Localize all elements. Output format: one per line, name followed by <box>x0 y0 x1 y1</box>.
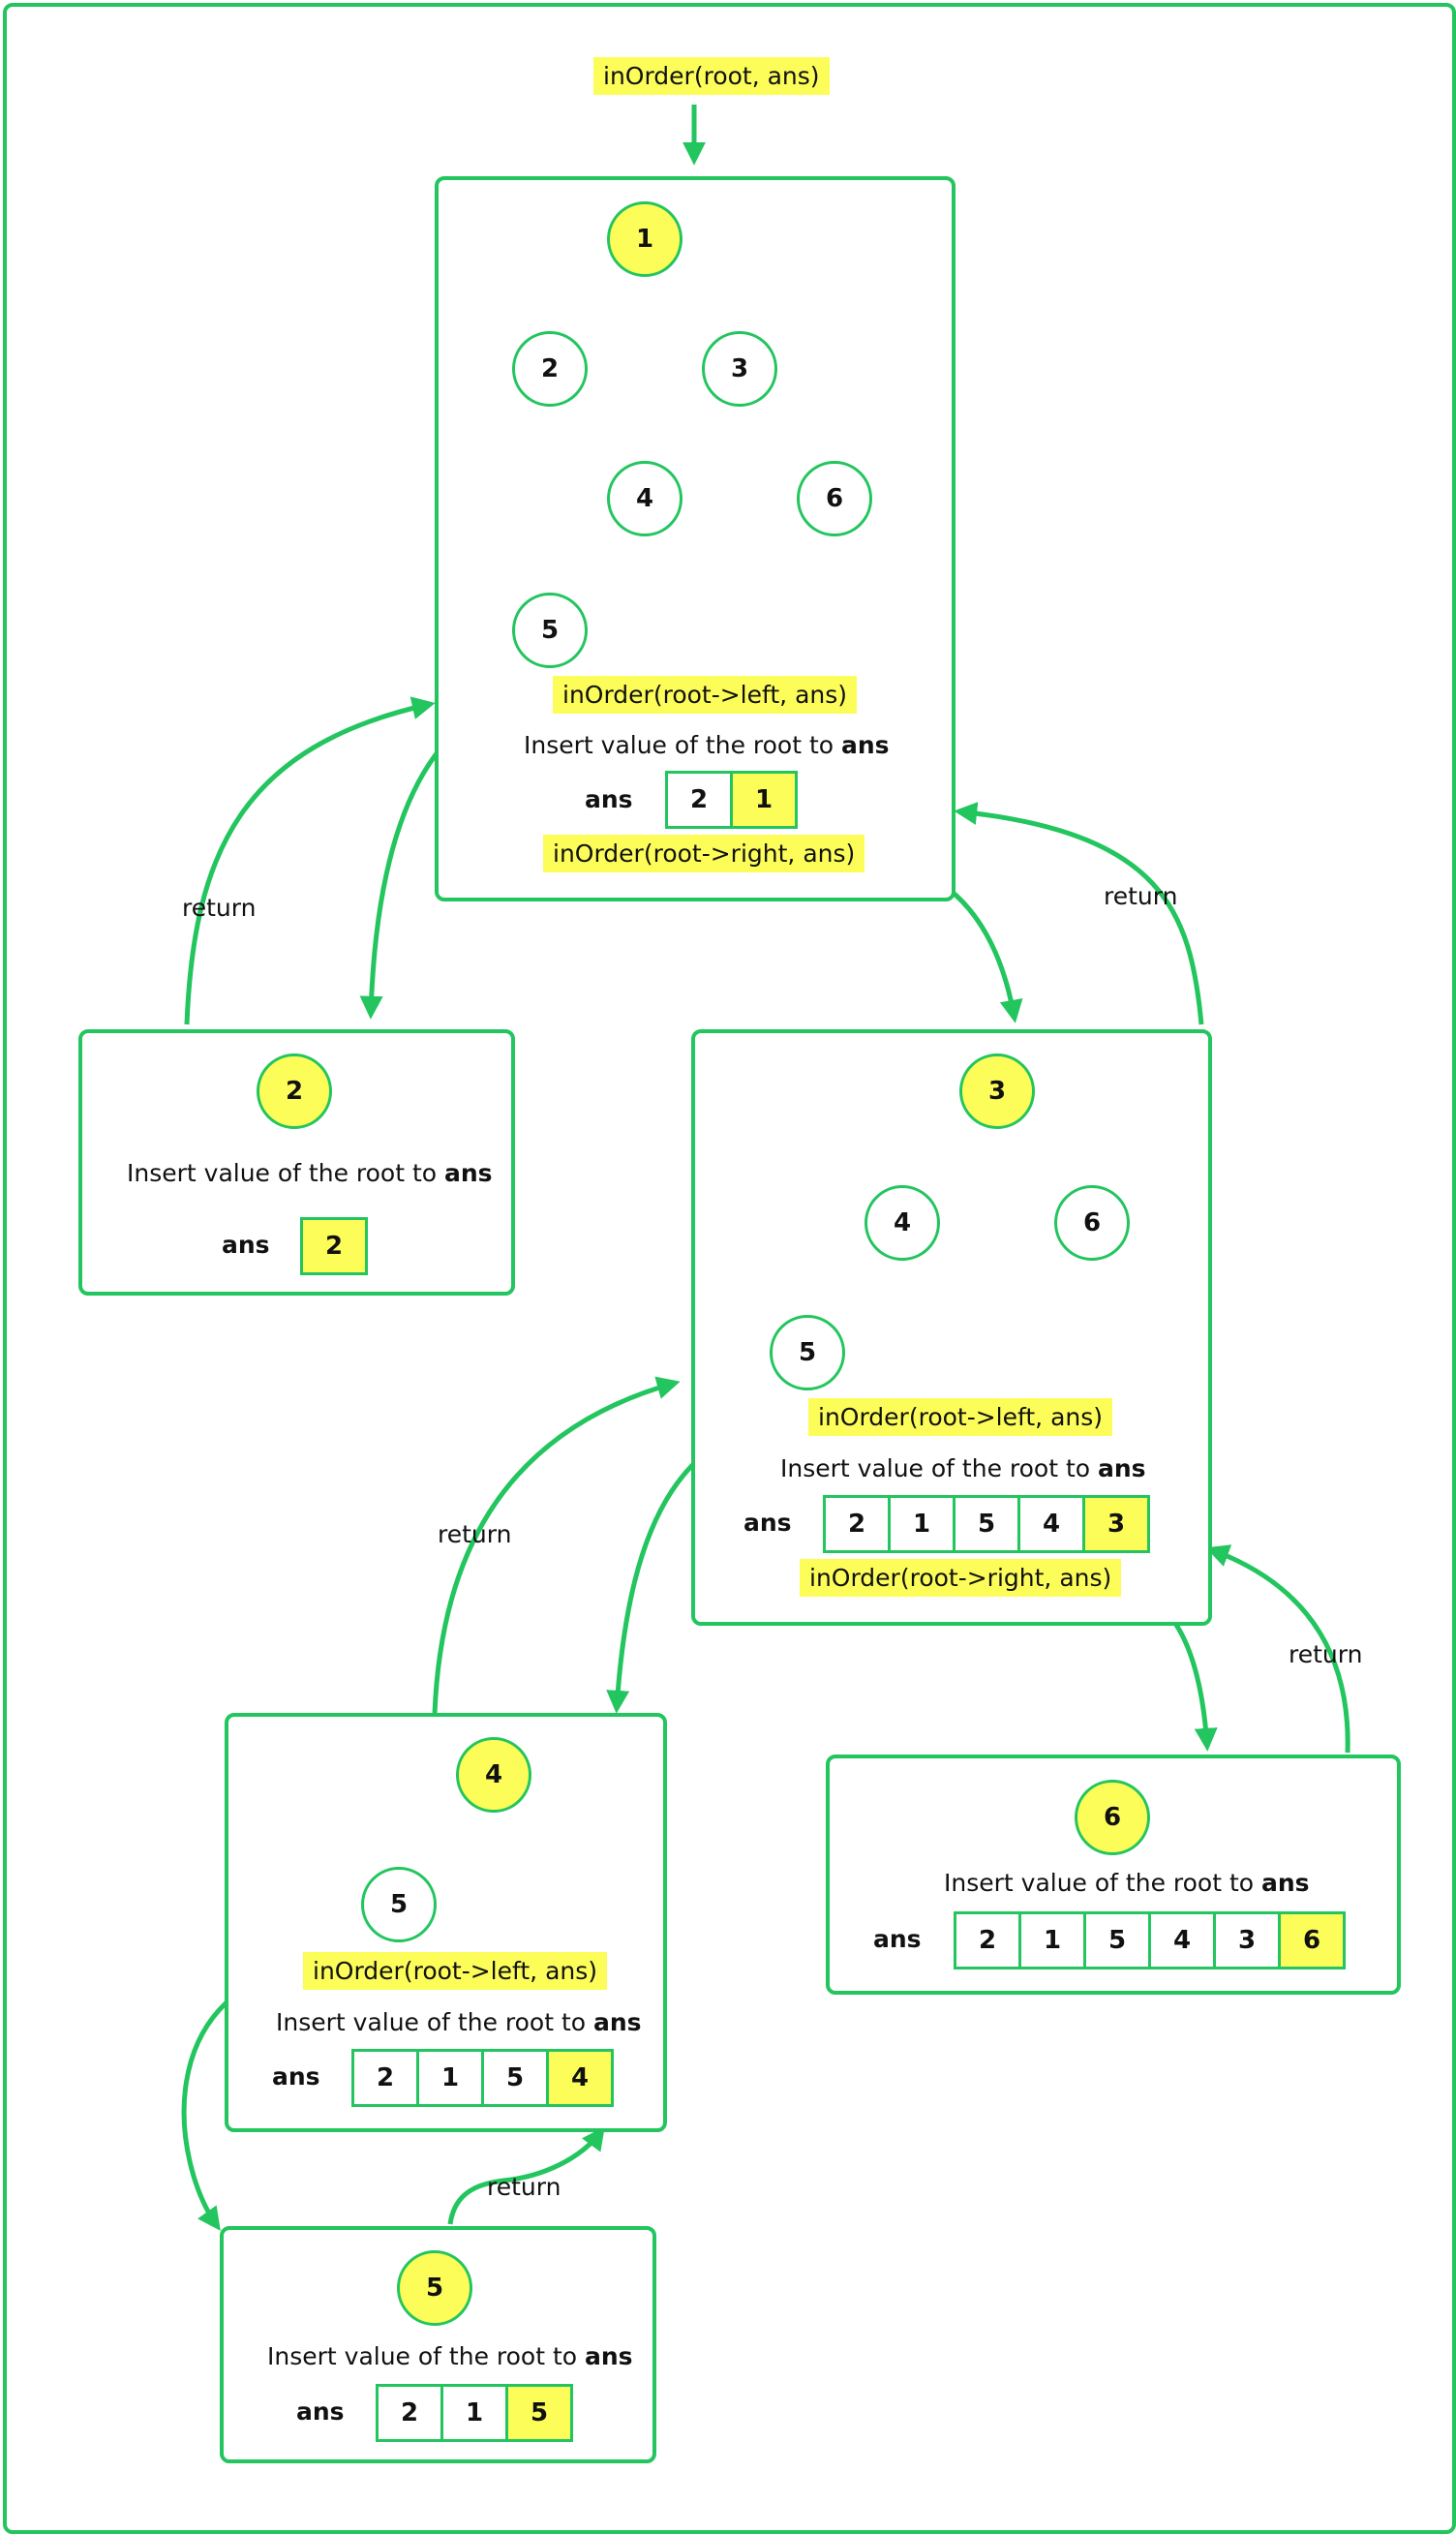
right-call-label: inOrder(root->right, ans) <box>543 835 865 872</box>
ans-cell: 1 <box>730 771 798 829</box>
return-arrow-6 <box>1205 1544 1350 1754</box>
ans-cell: 5 <box>505 2384 573 2442</box>
ans-label: ans <box>222 1231 270 1259</box>
ans-cell: 2 <box>351 2049 419 2107</box>
return-label: return <box>487 2173 561 2201</box>
ans-cell: 3 <box>1082 1495 1150 1553</box>
ans-array: 2 <box>300 1217 368 1275</box>
ans-cell: 1 <box>888 1495 956 1553</box>
tree-node: 5 <box>361 1867 437 1942</box>
tree-node: 3 <box>702 331 777 407</box>
ans-label: ans <box>743 1509 792 1537</box>
ans-cell: 2 <box>823 1495 891 1553</box>
left-call-label: inOrder(root->left, ans) <box>808 1398 1113 1436</box>
return-arrow-2 <box>184 696 436 1025</box>
ans-cell: 4 <box>546 2049 614 2107</box>
ans-cell: 1 <box>416 2049 484 2107</box>
tree-node: 4 <box>456 1737 531 1813</box>
ans-cell: 4 <box>1148 1911 1216 1969</box>
tree-node: 5 <box>512 593 588 668</box>
ans-cell: 1 <box>440 2384 508 2442</box>
return-arrow-4 <box>432 1376 681 1715</box>
tree-node: 2 <box>257 1053 332 1129</box>
insert-text: Insert value of the root to ans <box>127 1159 493 1187</box>
ans-cell: 5 <box>1083 1911 1151 1969</box>
return-label: return <box>182 894 257 922</box>
ans-label: ans <box>585 785 633 813</box>
tree-node: 6 <box>1054 1185 1130 1261</box>
left-call-label: inOrder(root->left, ans) <box>553 676 858 714</box>
tree-node: 4 <box>864 1185 940 1261</box>
right-call-label: inOrder(root->right, ans) <box>800 1559 1122 1597</box>
ans-label: ans <box>873 1925 922 1953</box>
insert-text: Insert value of the root to ans <box>524 731 890 759</box>
outer-frame <box>3 3 1456 2534</box>
insert-text: Insert value of the root to ans <box>276 2008 642 2036</box>
insert-text: Insert value of the root to ans <box>780 1454 1146 1482</box>
tree-node: 3 <box>959 1053 1035 1129</box>
tree-node: 2 <box>512 331 588 407</box>
ans-cell: 2 <box>954 1911 1021 1969</box>
insert-text: Insert value of the root to ans <box>944 1869 1310 1897</box>
ans-cell: 2 <box>376 2384 443 2442</box>
ans-cell: 2 <box>300 1217 368 1275</box>
tree-node: 5 <box>770 1315 845 1390</box>
ans-cell: 3 <box>1213 1911 1281 1969</box>
left-call-label: inOrder(root->left, ans) <box>303 1952 608 1990</box>
tree-node: 1 <box>607 201 682 277</box>
return-arrow-5 <box>447 2126 605 2225</box>
root-call-label: inOrder(root, ans) <box>593 57 830 95</box>
ans-cell: 5 <box>481 2049 549 2107</box>
ans-cell: 4 <box>1017 1495 1085 1553</box>
tree-node: 6 <box>797 461 872 536</box>
ans-cell: 1 <box>1018 1911 1086 1969</box>
ans-label: ans <box>272 2062 320 2091</box>
return-arrow-3 <box>954 802 1204 1025</box>
tree-node: 6 <box>1075 1780 1150 1855</box>
tree-node: 4 <box>607 461 682 536</box>
ans-cell: 2 <box>665 771 733 829</box>
ans-cell: 6 <box>1278 1911 1346 1969</box>
ans-label: ans <box>296 2397 345 2426</box>
return-label: return <box>1289 1640 1363 1668</box>
ans-cell: 5 <box>953 1495 1020 1553</box>
insert-text: Insert value of the root to ans <box>267 2342 633 2370</box>
tree-node: 5 <box>397 2250 472 2326</box>
return-label: return <box>1104 882 1178 910</box>
return-label: return <box>438 1520 512 1548</box>
